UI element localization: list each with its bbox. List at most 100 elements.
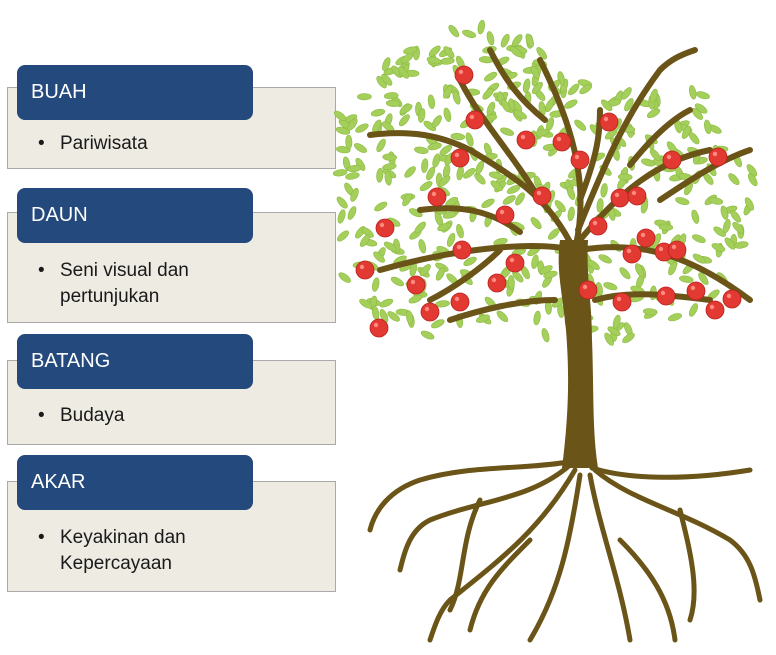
branch	[417, 205, 523, 235]
leaf	[477, 19, 486, 35]
apple-highlight	[491, 277, 497, 283]
leaf	[667, 313, 683, 322]
apple-highlight	[640, 232, 646, 238]
leaf	[443, 46, 455, 59]
apple	[452, 240, 472, 260]
leaf	[384, 171, 392, 186]
apple-body	[452, 240, 472, 260]
apple-body	[450, 148, 470, 168]
leaf	[500, 99, 511, 113]
branch	[447, 297, 558, 323]
leaf	[379, 309, 389, 323]
leaf	[333, 110, 347, 122]
apple-highlight	[454, 152, 460, 158]
leaf	[711, 243, 726, 252]
apple	[369, 318, 389, 338]
apple	[656, 286, 676, 306]
leaf	[387, 311, 400, 322]
branch	[427, 247, 503, 303]
leaf	[399, 104, 413, 115]
leaf	[691, 107, 703, 120]
apple-highlight	[458, 69, 464, 75]
apple	[667, 240, 687, 260]
leaf	[337, 230, 349, 242]
apple-body	[355, 260, 375, 280]
leaf	[347, 206, 357, 220]
leaf	[564, 99, 578, 109]
leaf	[515, 192, 525, 206]
leaf	[513, 110, 527, 120]
leaf	[500, 127, 514, 136]
leaf	[408, 294, 423, 304]
apple-highlight	[456, 244, 462, 250]
apple-highlight	[631, 190, 637, 196]
leaf	[390, 276, 404, 287]
leaf	[566, 186, 576, 200]
apple	[636, 228, 656, 248]
apple	[599, 112, 619, 132]
leaf	[720, 205, 729, 220]
leaf	[747, 173, 758, 187]
leaf	[724, 237, 736, 250]
leaf	[465, 132, 474, 147]
branch	[367, 130, 473, 153]
leaf	[698, 272, 709, 285]
leaf	[691, 209, 700, 224]
leaf	[398, 66, 409, 79]
apple-body	[578, 280, 598, 300]
bullet-dot: •	[38, 527, 45, 548]
apple-body	[686, 281, 706, 301]
leaf	[414, 221, 426, 234]
leaf	[545, 98, 555, 113]
apple-highlight	[574, 154, 580, 160]
apple-highlight	[592, 220, 598, 226]
apple-body	[662, 150, 682, 170]
apple-body	[516, 130, 536, 150]
leaf	[432, 153, 441, 168]
apple	[465, 110, 485, 130]
leaf	[404, 166, 416, 178]
apple-highlight	[582, 284, 588, 290]
branch	[627, 107, 693, 168]
leaf	[382, 153, 397, 161]
apple-body	[722, 289, 742, 309]
apple-highlight	[603, 116, 609, 122]
apple-body	[427, 187, 447, 207]
leaf	[347, 118, 358, 131]
apple-body	[656, 286, 676, 306]
leaf	[500, 33, 510, 48]
leaf	[617, 173, 633, 181]
trunk	[558, 240, 598, 468]
leaf	[600, 183, 608, 198]
apple-body	[505, 253, 525, 273]
root	[587, 472, 633, 643]
leaf	[536, 47, 547, 60]
apple-body	[610, 188, 630, 208]
leaf	[604, 332, 614, 346]
leaf	[373, 251, 385, 263]
leaf	[641, 158, 656, 167]
leaf	[530, 217, 542, 230]
apple	[450, 148, 470, 168]
leaf	[374, 201, 388, 212]
leaf	[612, 314, 621, 329]
fruit-group	[355, 65, 742, 338]
leaf	[419, 181, 433, 192]
branch	[575, 67, 663, 233]
leaf	[668, 261, 677, 276]
leaf	[541, 328, 550, 343]
apple	[505, 253, 525, 273]
apple-highlight	[379, 222, 385, 228]
leaf	[402, 193, 413, 207]
leaf	[385, 99, 401, 107]
branch	[457, 77, 543, 203]
apple-highlight	[626, 248, 632, 254]
apple-highlight	[424, 306, 430, 312]
leaf	[511, 34, 523, 47]
leaf	[376, 168, 384, 183]
leaf	[336, 146, 351, 154]
apple	[612, 292, 632, 312]
leaf	[502, 195, 516, 205]
leaf	[382, 57, 391, 72]
apple-body	[532, 186, 552, 206]
